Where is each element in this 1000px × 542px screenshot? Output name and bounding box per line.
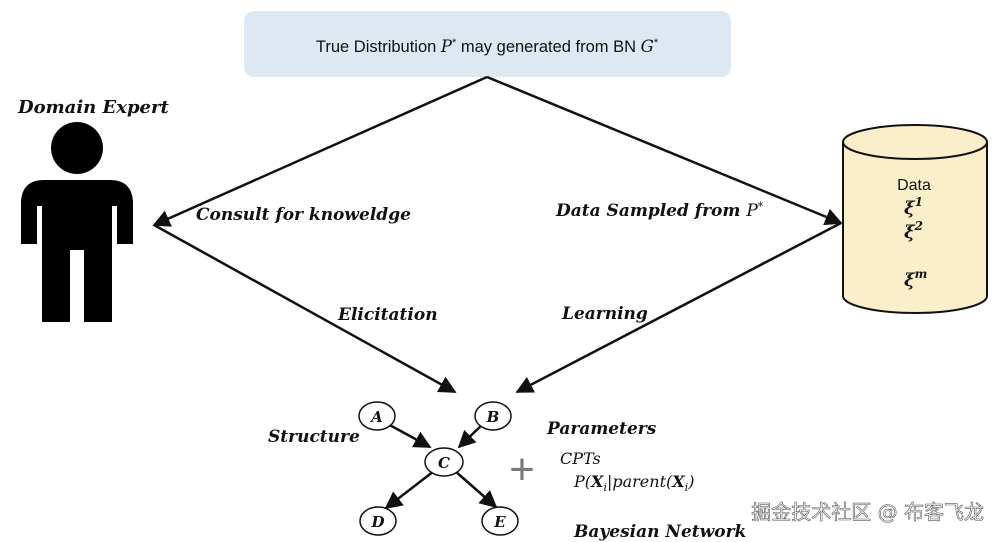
node-b: B [474,401,512,431]
edge-a-c [385,421,432,449]
node-a: A [358,401,396,431]
xi-sup-2: 2 [914,219,923,233]
header-box [244,11,731,77]
edge-c-e [454,470,498,509]
formula-part-5: ( [666,472,673,491]
database-item-m: ξm [904,267,927,291]
formula-part-0: P( [573,472,592,491]
header-seg-5: * [654,37,659,49]
arrow-learning [515,221,842,394]
formula-part-4: parent [612,472,666,491]
node-b-label: B [486,408,500,426]
database-icon [842,124,988,314]
node-d-label: D [370,513,384,531]
cpt-formula: P(Xi|parent(Xi) [573,472,694,494]
learning-label: Learning [561,304,648,324]
node-d: D [359,506,397,536]
database-item-2: ξ2 [904,219,923,243]
edge-c-d [384,470,435,510]
node-e-label: E [493,513,506,531]
formula-part-6: X [671,472,685,491]
formula-part-1: X [590,472,604,491]
expert-label: Domain Expert [17,97,169,118]
network-caption: Bayesian Network [573,522,746,542]
watermark-text: 掘金技术社区 @ 布客飞龙 [751,500,984,524]
data-sampled-prefix: Data Sampled from [555,201,746,221]
header-seg-0: True Distribution [316,38,441,56]
header-seg-1: P [440,37,453,56]
data-sampled-sup: * [758,200,764,213]
person-icon [21,122,133,322]
data-sampled-label: Data Sampled from P* [555,200,764,222]
xi-sup-1: 1 [915,195,923,209]
formula-part-8: ) [687,472,694,491]
formula-part-2: i [603,481,607,494]
data-sampled-var: P [745,201,758,221]
node-e: E [481,506,519,536]
xi-symbol-2: ξ [904,222,916,243]
formula-part-7: i [685,481,689,494]
xi-sup-m: m [915,267,928,281]
parameters-label: Parameters [546,419,657,439]
database-title: Data [897,177,931,194]
plus-sign: + [509,445,535,494]
arrow-consult [152,75,488,227]
elicitation-label: Elicitation [337,305,438,325]
xi-symbol-1: ξ [904,198,916,219]
header-seg-3: may generated from BN [456,38,640,56]
edge-b-c [457,422,485,449]
header-text: True Distribution P* may generated from … [316,37,659,56]
consult-label: Consult for knoweldge [196,205,411,225]
database-item-1: ξ1 [904,195,923,219]
node-c-label: C [438,454,450,472]
structure-label: Structure [268,427,360,447]
header-seg-4: G [641,37,654,56]
xi-symbol-m: ξ [904,270,916,291]
node-c: C [424,447,464,477]
arrow-data-sampled [486,75,843,226]
cpts-label: CPTs [560,449,601,468]
node-a-label: A [369,408,383,426]
header-seg-2: * [452,37,457,49]
formula-part-3: | [607,472,612,491]
arrow-elicitation [153,223,457,394]
